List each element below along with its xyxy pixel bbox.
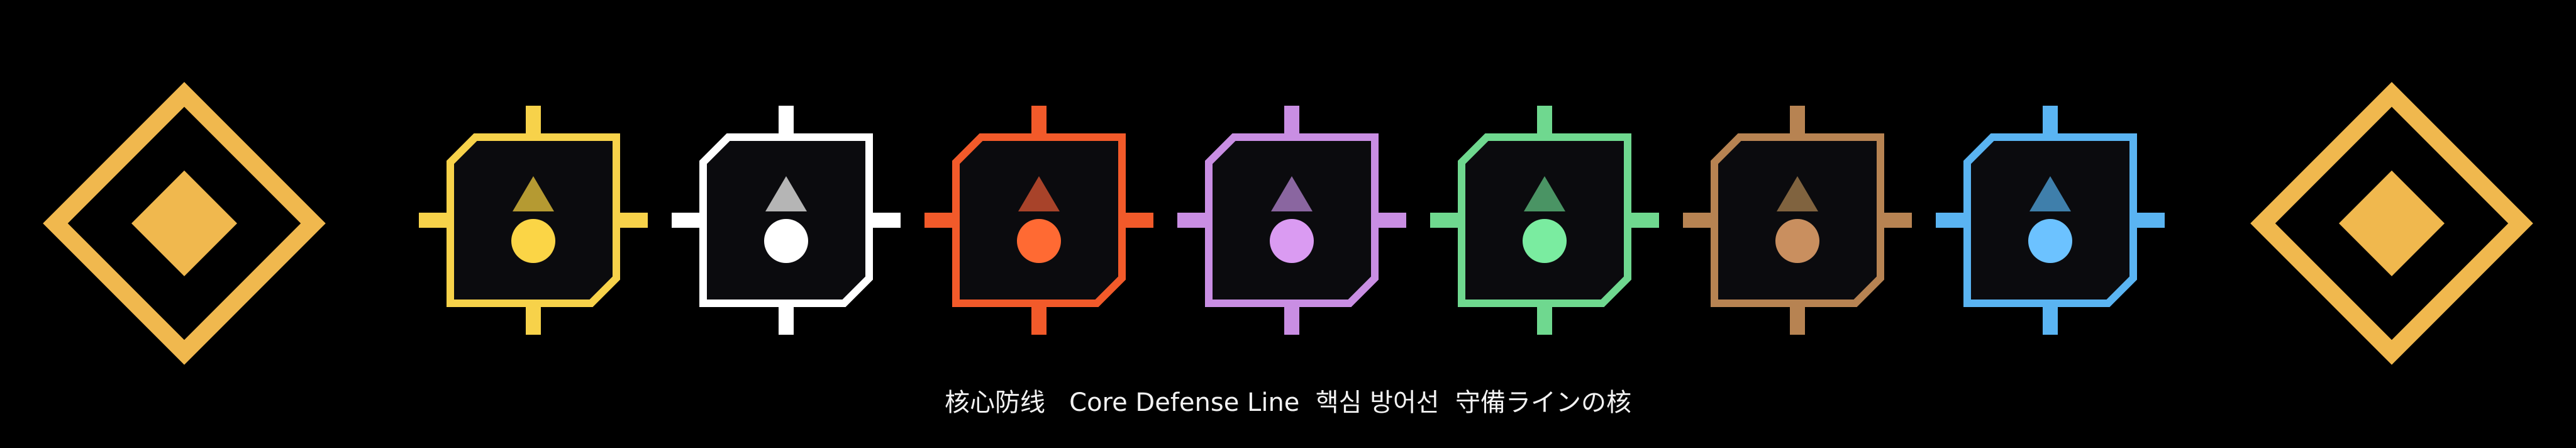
triangle-up-icon <box>1524 176 1565 211</box>
triangle-up-icon <box>513 176 554 211</box>
connector-top <box>2043 106 2058 136</box>
connector-bottom <box>526 305 541 335</box>
emblem-outer-diamond <box>2250 82 2533 365</box>
connector-top <box>1537 106 1552 136</box>
right-diamond-emblem-icon <box>2250 82 2533 365</box>
circle-dot-icon <box>764 219 808 263</box>
circle-dot-icon <box>1270 219 1314 263</box>
defense-node-row <box>419 106 2165 335</box>
circle-dot-icon <box>1775 219 1819 263</box>
defense-node-blue <box>1936 106 2165 335</box>
connector-bottom <box>1284 305 1299 335</box>
connector-right <box>869 213 901 228</box>
triangle-up-icon <box>1777 176 1818 211</box>
defense-node-purple <box>1177 106 1406 335</box>
emblem-outer-diamond <box>43 82 326 365</box>
connector-right <box>2133 213 2165 228</box>
circle-dot-icon <box>1017 219 1061 263</box>
defense-node-orange <box>924 106 1153 335</box>
connector-bottom <box>1537 305 1552 335</box>
emblem-inner-diamond <box>2339 171 2445 276</box>
connector-bottom <box>1790 305 1805 335</box>
triangle-up-icon <box>765 176 807 211</box>
connector-top <box>1284 106 1299 136</box>
circle-dot-icon <box>2028 219 2072 263</box>
connector-left <box>1683 213 1714 228</box>
triangle-up-icon <box>1271 176 1313 211</box>
emblem-inner-diamond <box>131 171 237 276</box>
connector-right <box>1628 213 1659 228</box>
triangle-up-icon <box>2029 176 2071 211</box>
connector-right <box>1880 213 1912 228</box>
connector-left <box>924 213 956 228</box>
caption-text: 核心防线 Core Defense Line 핵심 방어선 守備ラインの核 <box>945 388 1631 417</box>
defense-node-yellow <box>419 106 648 335</box>
connector-top <box>1790 106 1805 136</box>
defense-node-brown <box>1683 106 1912 335</box>
connector-top <box>1031 106 1046 136</box>
connector-bottom <box>779 305 794 335</box>
defense-node-green <box>1430 106 1659 335</box>
connector-left <box>419 213 450 228</box>
connector-left <box>1430 213 1462 228</box>
connector-top <box>526 106 541 136</box>
defense-node-white <box>672 106 901 335</box>
left-diamond-emblem-icon <box>43 82 326 365</box>
connector-right <box>1122 213 1153 228</box>
circle-dot-icon <box>1523 219 1567 263</box>
connector-top <box>779 106 794 136</box>
triangle-up-icon <box>1018 176 1060 211</box>
connector-bottom <box>1031 305 1046 335</box>
connector-right <box>1375 213 1406 228</box>
connector-bottom <box>2043 305 2058 335</box>
circle-dot-icon <box>511 219 555 263</box>
connector-left <box>1177 213 1209 228</box>
connector-left <box>672 213 703 228</box>
connector-left <box>1936 213 1967 228</box>
connector-right <box>616 213 648 228</box>
